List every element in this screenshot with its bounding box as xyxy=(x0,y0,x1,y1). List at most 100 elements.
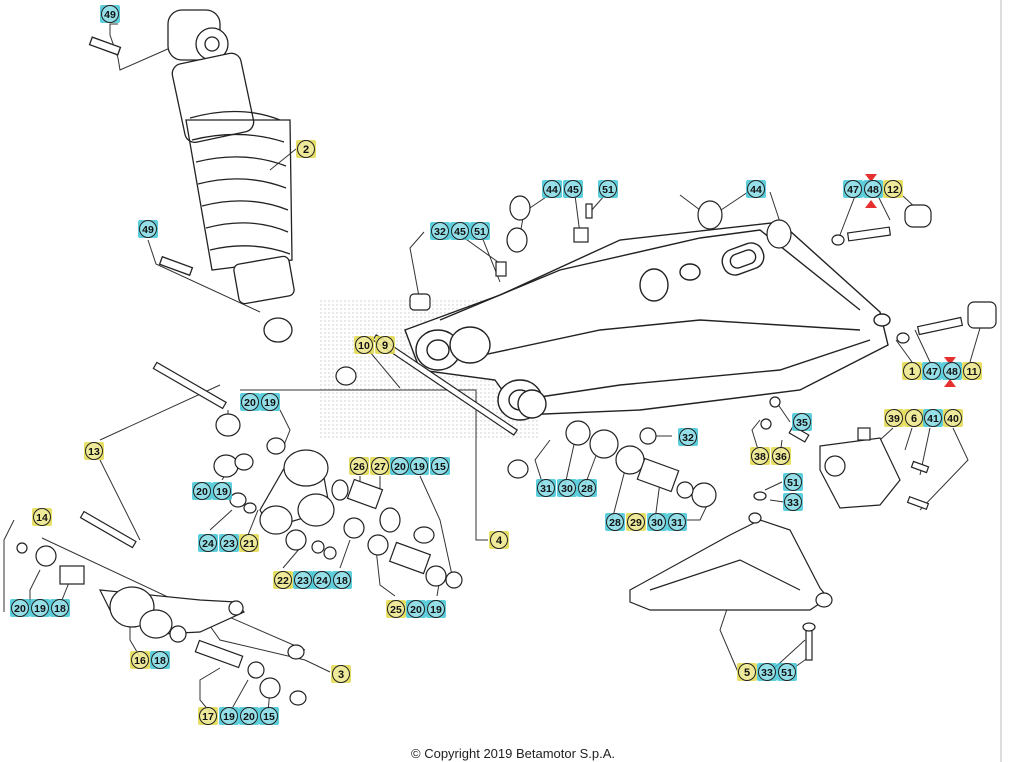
callout-number: 2 xyxy=(303,144,309,156)
callout-51: 51 xyxy=(598,180,618,198)
callout-highlight xyxy=(605,513,625,531)
callout-21: 21 xyxy=(239,534,259,552)
callout-number: 25 xyxy=(390,604,402,616)
callout-circle xyxy=(85,442,103,460)
callout-number: 21 xyxy=(243,538,255,550)
callout-circle xyxy=(355,336,373,354)
callout-circle xyxy=(599,180,617,198)
callout-circle xyxy=(33,508,51,526)
callout-highlight xyxy=(792,413,812,431)
callout-highlight xyxy=(50,599,70,617)
callout-circle xyxy=(558,479,576,497)
callout-23: 23 xyxy=(293,571,313,589)
callout-circle xyxy=(431,457,449,475)
callout-number: 49 xyxy=(142,224,154,236)
callout-30: 30 xyxy=(647,513,667,531)
callout-highlight xyxy=(737,663,757,681)
callout-23: 23 xyxy=(219,534,239,552)
callout-number: 22 xyxy=(277,575,289,587)
callout-circle xyxy=(471,222,489,240)
callout-number: 15 xyxy=(263,711,275,723)
callout-47: 47 xyxy=(843,180,863,198)
callout-14: 14 xyxy=(32,508,52,526)
callout-28: 28 xyxy=(605,513,625,531)
callout-13: 13 xyxy=(84,442,104,460)
callout-44: 44 xyxy=(542,180,562,198)
callout-12: 12 xyxy=(883,180,903,198)
callout-4: 4 xyxy=(489,531,509,549)
callout-number: 5 xyxy=(744,667,750,679)
callout-number: 48 xyxy=(946,366,958,378)
callout-highlight xyxy=(962,362,982,380)
callout-45: 45 xyxy=(450,222,470,240)
callout-6: 6 xyxy=(904,409,924,427)
callout-20: 20 xyxy=(406,600,426,618)
callout-highlight xyxy=(563,180,583,198)
callout-highlight xyxy=(370,457,390,475)
callout-number: 26 xyxy=(353,461,365,473)
callout-25: 25 xyxy=(386,600,406,618)
callout-number: 24 xyxy=(202,538,214,550)
callout-51: 51 xyxy=(777,663,797,681)
callout-circle xyxy=(31,599,49,617)
callout-number: 29 xyxy=(630,517,642,529)
callout-26: 26 xyxy=(349,457,369,475)
callout-number: 40 xyxy=(947,413,959,425)
callout-highlight xyxy=(332,571,352,589)
callout-28: 28 xyxy=(577,479,597,497)
callout-number: 39 xyxy=(888,413,900,425)
callout-circle xyxy=(924,409,942,427)
callout-highlight xyxy=(198,707,218,725)
callout-circle xyxy=(451,222,469,240)
callout-number: 6 xyxy=(911,413,917,425)
callout-highlight xyxy=(426,600,446,618)
callout-18: 18 xyxy=(332,571,352,589)
callout-number: 51 xyxy=(787,477,799,489)
callout-circle xyxy=(758,663,776,681)
callout-51: 51 xyxy=(470,222,490,240)
callout-circle xyxy=(738,663,756,681)
callout-circle xyxy=(606,513,624,531)
callout-16: 16 xyxy=(130,651,150,669)
callout-32: 32 xyxy=(678,428,698,446)
callout-circle xyxy=(903,362,921,380)
callout-highlight xyxy=(409,457,429,475)
callout-number: 20 xyxy=(14,603,26,615)
callout-circle xyxy=(905,409,923,427)
callout-highlight xyxy=(30,599,50,617)
callout-number: 23 xyxy=(223,538,235,550)
callout-circle xyxy=(220,534,238,552)
callout-circle xyxy=(213,482,231,500)
callout-35: 35 xyxy=(792,413,812,431)
red-markers xyxy=(865,174,956,387)
callout-number: 31 xyxy=(671,517,683,529)
callout-highlight xyxy=(10,599,30,617)
callout-highlight xyxy=(902,362,922,380)
callout-circle xyxy=(261,393,279,411)
callout-11: 11 xyxy=(962,362,982,380)
callout-circle xyxy=(410,457,428,475)
callout-highlight xyxy=(212,482,232,500)
callout-circle xyxy=(844,180,862,198)
callout-number: 20 xyxy=(243,711,255,723)
callout-number: 24 xyxy=(316,575,328,587)
callout-number: 20 xyxy=(244,397,256,409)
callout-circle xyxy=(131,651,149,669)
callout-circle xyxy=(313,571,331,589)
callout-circle xyxy=(391,457,409,475)
callout-highlight xyxy=(260,393,280,411)
callout-highlight xyxy=(746,180,766,198)
callout-number: 20 xyxy=(394,461,406,473)
callout-number: 32 xyxy=(682,432,694,444)
callout-number: 45 xyxy=(454,226,466,238)
callout-highlight xyxy=(626,513,646,531)
callout-number: 28 xyxy=(609,517,621,529)
callout-31: 31 xyxy=(667,513,687,531)
callout-number: 33 xyxy=(761,667,773,679)
callout-circle xyxy=(11,599,29,617)
callout-highlight xyxy=(349,457,369,475)
callout-number: 20 xyxy=(410,604,422,616)
callout-33: 33 xyxy=(783,493,803,511)
